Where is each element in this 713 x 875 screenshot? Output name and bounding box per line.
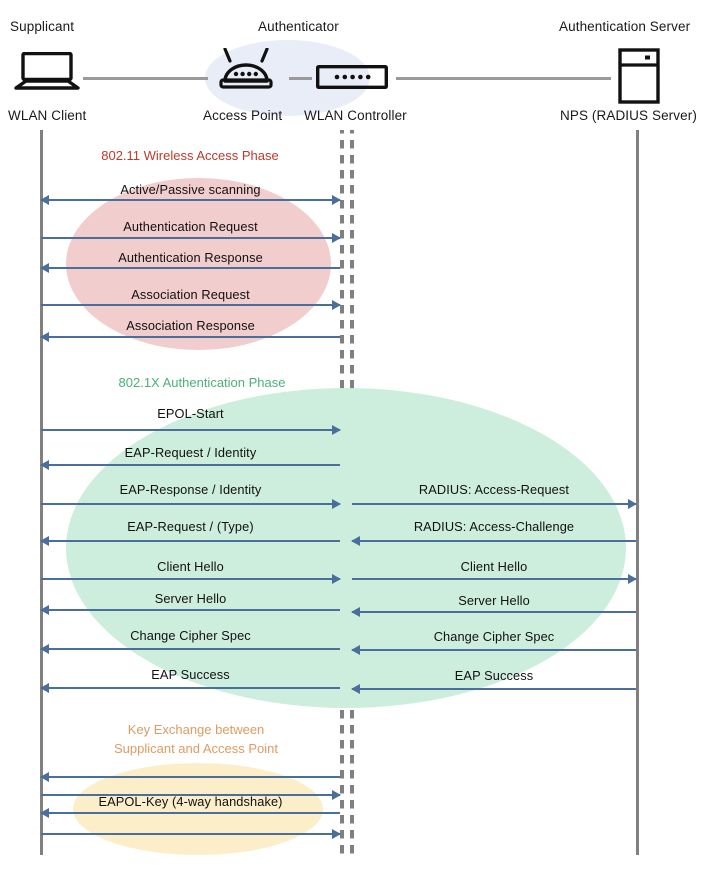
actor-name-access-point: Access Point	[203, 108, 283, 123]
actor-name-wlan-client: WLAN Client	[8, 108, 87, 123]
message-label-m13: Client Hello	[460, 559, 528, 574]
message-label-m19: EAP Success	[454, 668, 534, 683]
lifeline-nps-radius-server	[636, 130, 639, 855]
phase-label-wireless-access: 802.11 Wireless Access Phase	[101, 148, 279, 163]
controller-icon	[316, 65, 388, 94]
lifeline-wlan-client	[40, 130, 43, 855]
phase-ellipse-wireless-access	[66, 178, 331, 350]
message-label-m06: EPOL-Start	[157, 406, 224, 421]
phase-ellipse-key-exchange	[73, 763, 323, 855]
message-label-m04: Association Request	[131, 287, 250, 302]
message-label-m01: Active/Passive scanning	[120, 182, 261, 197]
message-label-m08: EAP-Response / Identity	[119, 482, 262, 497]
message-label-m16: Change Cipher Spec	[130, 628, 251, 643]
authenticator-group-ellipse	[205, 40, 370, 116]
phase-ellipse-dot1x-auth	[66, 388, 626, 708]
actor-role-supplicant: Supplicant	[10, 19, 75, 34]
message-label-m09: RADIUS: Access-Request	[418, 482, 570, 497]
message-label-m14: Server Hello	[154, 591, 227, 606]
message-label-m10: EAP-Request / (Type)	[127, 519, 254, 534]
message-label-m22: EAPOL-Key (4-way handshake)	[98, 794, 283, 809]
server-icon	[618, 48, 660, 109]
wire-ap-to-controller	[289, 77, 312, 80]
laptop-icon	[14, 51, 80, 97]
message-label-m07: EAP-Request / Identity	[124, 445, 257, 460]
phase-label-key-exchange: Key Exchange between Supplicant and Acce…	[113, 722, 279, 756]
wire-controller-to-nps	[396, 77, 611, 80]
message-label-m18: EAP Success	[151, 667, 230, 682]
actor-name-nps-radius-server: NPS (RADIUS Server)	[560, 108, 697, 123]
access-point-icon	[217, 47, 275, 97]
phase-label-dot1x-auth: 802.1X Authentication Phase	[118, 375, 286, 390]
actor-role-authentication-server: Authentication Server	[559, 19, 691, 34]
message-label-m12: Client Hello	[157, 559, 224, 574]
message-label-m15: Server Hello	[458, 593, 530, 608]
message-label-m02: Authentication Request	[123, 219, 258, 234]
actor-name-wlan-controller: WLAN Controller	[304, 108, 407, 123]
message-label-m03: Authentication Response	[118, 250, 263, 265]
message-label-m05: Association Response	[126, 318, 255, 333]
actor-role-authenticator: Authenticator	[258, 19, 339, 34]
message-label-m17: Change Cipher Spec	[433, 629, 555, 644]
message-label-m11: RADIUS: Access-Challenge	[413, 519, 575, 534]
wire-client-to-ap	[83, 77, 208, 80]
